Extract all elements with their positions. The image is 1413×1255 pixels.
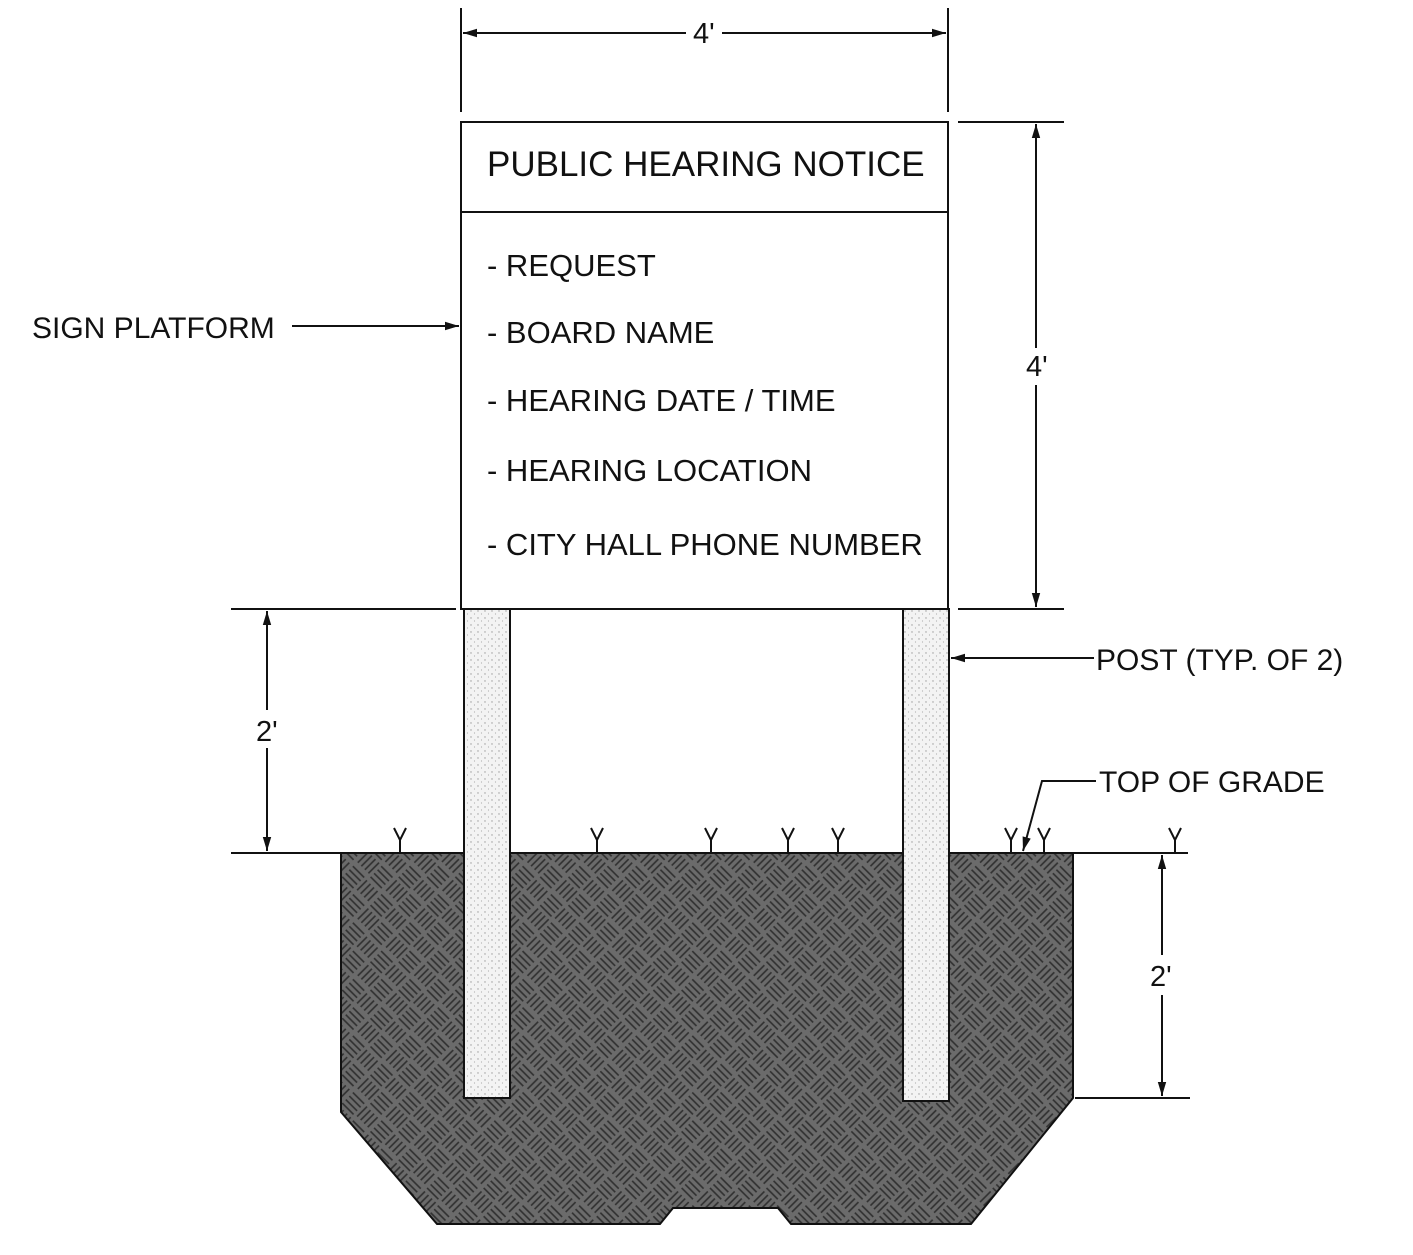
sign-platform-callout: SIGN PLATFORM [32, 312, 275, 345]
post-height-dimension-label: 2' [256, 716, 278, 748]
width-dimension [460, 8, 949, 112]
width-dimension-label: 4' [693, 18, 715, 50]
right-post [902, 608, 950, 1102]
sign-title: PUBLIC HEARING NOTICE [487, 145, 925, 184]
sign-item-request: - REQUEST [487, 248, 656, 283]
sign-item-board-name: - BOARD NAME [487, 315, 714, 350]
sign-height-dimension-label: 4' [1026, 351, 1048, 383]
top-of-grade-callout: TOP OF GRADE [1099, 766, 1325, 799]
sign-item-hearing-location: - HEARING LOCATION [487, 453, 812, 488]
sign-panel [460, 121, 949, 610]
left-post [463, 608, 511, 1099]
embed-depth-dimension [1075, 855, 1190, 1099]
post-height-dimension [231, 608, 456, 851]
grass-tufts [393, 827, 1182, 853]
top-of-grade-leader [1022, 780, 1096, 852]
sign-item-hearing-date-time: - HEARING DATE / TIME [487, 383, 836, 418]
sign-item-city-hall-phone: - CITY HALL PHONE NUMBER [487, 527, 923, 562]
embed-depth-dimension-label: 2' [1150, 961, 1172, 993]
footing-shape [340, 852, 1074, 1225]
post-callout: POST (TYP. OF 2) [1096, 644, 1343, 677]
sign-height-dimension [958, 121, 1064, 610]
